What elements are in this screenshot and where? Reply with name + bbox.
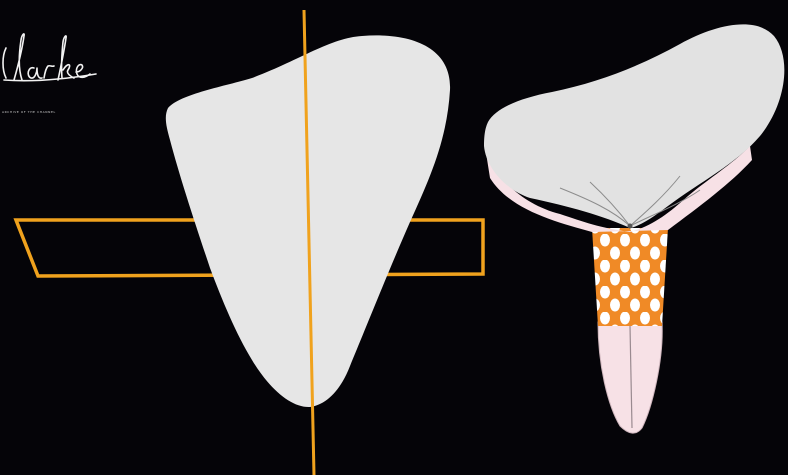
tooth-guides-figure: [16, 10, 483, 475]
crown-pin: [628, 224, 633, 229]
polka-dot-root-band: [592, 228, 668, 326]
tooth-root-icon: [484, 24, 784, 228]
tooth-root-figure: [484, 24, 784, 433]
